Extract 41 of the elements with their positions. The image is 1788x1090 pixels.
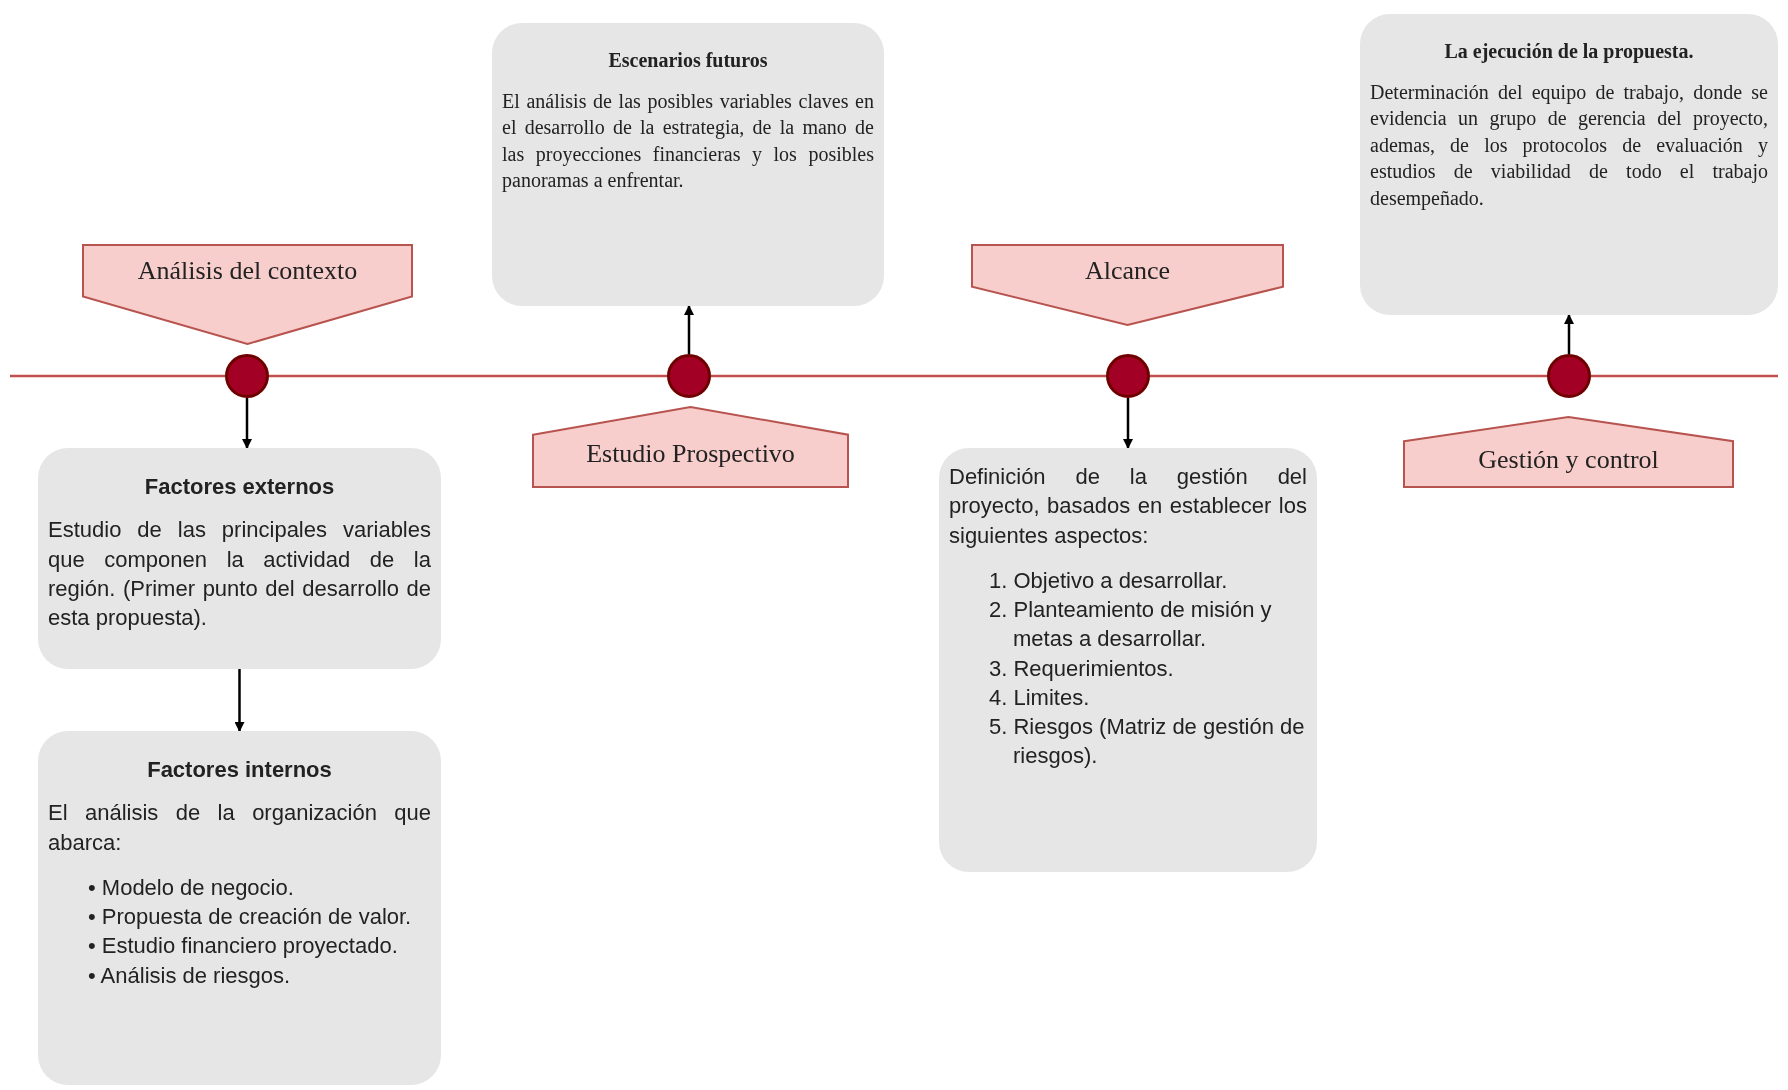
card-heading: La ejecución de la propuesta.	[1443, 39, 1695, 65]
timeline-dot	[1547, 354, 1591, 398]
timeline-line	[10, 374, 225, 378]
list-item: • Análisis de riesgos.	[88, 961, 292, 990]
card-heading: Escenarios futuros	[607, 48, 769, 73]
card-text: Estudio de las principales variables que componen la actividad de la región. (Primer punto del desarrollo de esta propuesta).	[48, 516, 431, 632]
timeline-dot	[225, 354, 269, 398]
list-item: 5. Riesgos (Matriz de gestión de riesgos).	[989, 713, 1306, 771]
note-card	[1360, 14, 1778, 315]
banner-label: Alcance	[1083, 256, 1172, 286]
card-heading: Factores externos	[143, 473, 336, 501]
list-item: 4. Limites.	[989, 683, 1091, 712]
list-item: • Propuesta de creación de valor.	[88, 903, 413, 931]
arrow	[242, 398, 252, 449]
list-item: • Modelo de negocio.	[88, 873, 295, 902]
arrow	[1564, 314, 1574, 354]
banner-label: Análisis del contexto	[136, 256, 359, 286]
timeline-line	[711, 374, 1106, 378]
card-text: Definición de la gestión del proyecto, basados en establecer los siguientes aspectos:	[949, 463, 1307, 550]
arrow	[234, 669, 245, 732]
list-item: 1. Objetivo a desarrollar.	[989, 566, 1229, 595]
note-card	[492, 23, 884, 306]
list-item: 3. Requerimientos.	[989, 654, 1175, 683]
banner-label: Gestión y control	[1477, 445, 1660, 476]
timeline-line	[269, 374, 667, 378]
note-card	[939, 448, 1317, 872]
timeline-dot	[667, 354, 711, 398]
card-text: El análisis de la organización que abarca:	[48, 799, 431, 857]
timeline-line	[1150, 374, 1547, 378]
card-heading: Factores internos	[146, 756, 333, 784]
arrow	[1123, 398, 1133, 449]
note-card	[38, 731, 441, 1085]
timeline-line	[1591, 374, 1778, 378]
note-card	[38, 448, 441, 669]
list-item: • Estudio financiero proyectado.	[88, 932, 399, 961]
arrow	[684, 305, 694, 354]
card-text: El análisis de las posibles variables claves en el desarrollo de la estrategia, de la mano de las proyecciones financieras y los posibles panoramas a enfrentar.	[502, 88, 874, 194]
timeline-dot	[1106, 354, 1150, 398]
banner-label: Estudio Prospectivo	[585, 438, 796, 469]
list-item: 2. Planteamiento de misión y metas a desarrollar.	[989, 596, 1273, 654]
card-text: Determinación del equipo de trabajo, donde se evidencia un grupo de gerencia del proyecto, ademas, de los protocolos de evaluación y estudios de viabilidad de todo el trabajo desempeñado.	[1370, 79, 1768, 212]
